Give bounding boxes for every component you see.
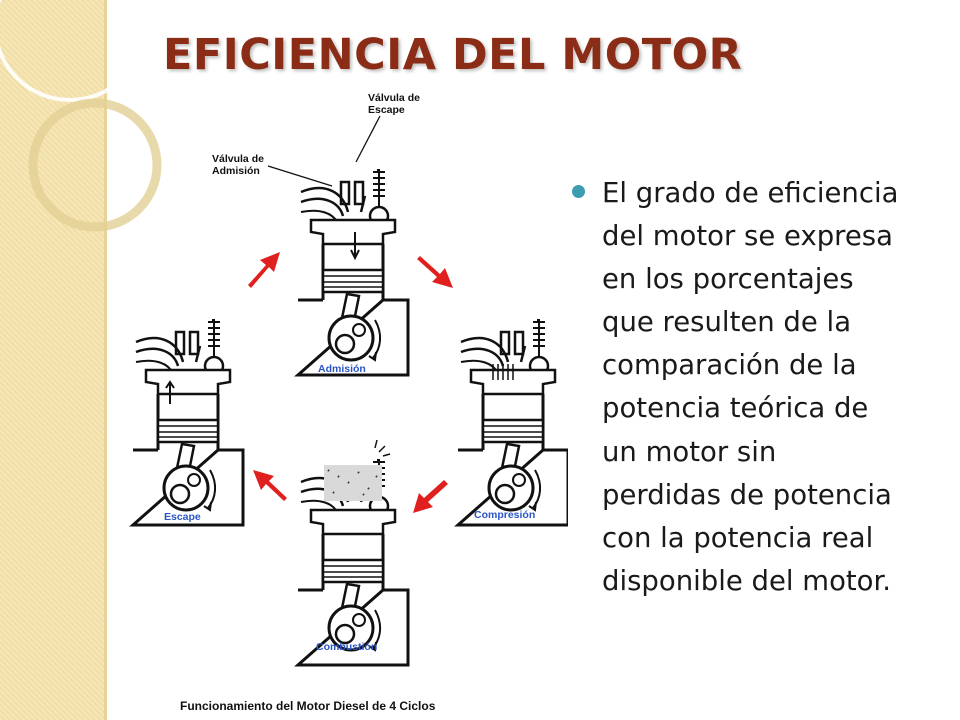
- bullet-text: El grado de eficiencia del motor se expr…: [602, 177, 899, 597]
- stage-label-combustion: Combustión: [316, 641, 377, 653]
- stage-label-exhaust: Escape: [164, 511, 201, 523]
- bullet-list: El grado de eficiencia del motor se expr…: [572, 172, 952, 603]
- slide-title: EFICIENCIA DEL MOTOR: [163, 30, 743, 80]
- intake-valve-label-line2: Admisión: [212, 165, 260, 177]
- valve-labels: Válvula de Escape Válvula de Admisión: [212, 92, 420, 187]
- bullet-dot: [572, 185, 585, 198]
- engine-compression: [456, 318, 568, 527]
- stage-label-compression: Compresión: [474, 509, 535, 521]
- exhaust-valve-label-line2: Escape: [368, 104, 405, 116]
- diesel-engine-diagram: Válvula de Escape Válvula de Admisión Ad…: [131, 92, 568, 713]
- intake-valve-label-line1: Válvula de: [212, 153, 264, 165]
- engine-intake: [296, 168, 410, 377]
- cycle-arrows: [248, 252, 453, 513]
- side-band-edge: [104, 0, 107, 720]
- stage-label-intake: Admisión: [318, 363, 366, 375]
- engine-exhaust: [131, 318, 245, 527]
- exhaust-valve-label-line1: Válvula de: [368, 92, 420, 104]
- decorative-circles: [0, 0, 162, 232]
- diagram-caption: Funcionamiento del Motor Diesel de 4 Cic…: [180, 699, 436, 713]
- stage-labels: Admisión Compresión Combustión Escape: [164, 363, 535, 653]
- engine-combustion: [296, 439, 410, 667]
